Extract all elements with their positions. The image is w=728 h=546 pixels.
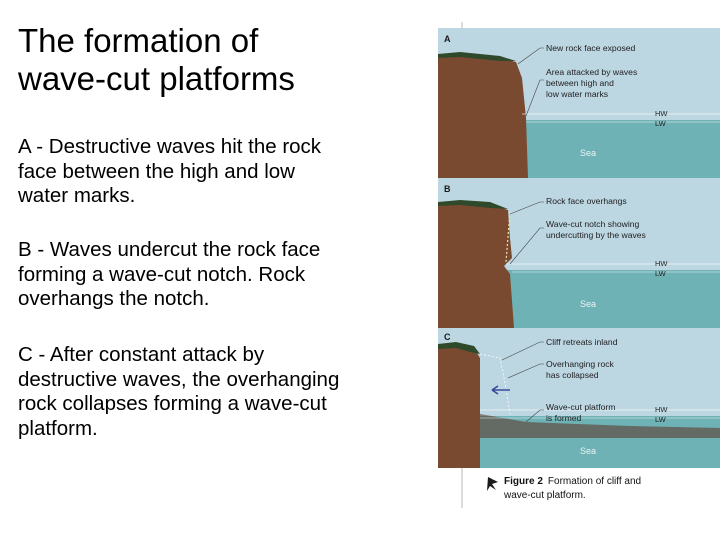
- paragraph-b: B - Waves undercut the rock face forming…: [18, 238, 418, 312]
- paragraph-b-line-2: forming a wave-cut notch. Rock: [18, 262, 306, 286]
- paragraph-a: A - Destructive waves hit the rock face …: [18, 135, 418, 209]
- paragraph-a-line-1: A - Destructive waves hit the rock: [18, 135, 322, 158]
- caption-pointer-icon: [487, 477, 498, 491]
- panel-b-leader-1: [509, 201, 544, 215]
- figure-svg: A New rock face exposed Area attacked by…: [438, 22, 720, 508]
- panel-c-platform: [480, 414, 720, 438]
- panel-a-note-2-line-1: Area attacked by waves: [546, 67, 637, 77]
- paragraph-b-line-1: B - Waves undercut the rock face: [18, 238, 321, 261]
- panel-a-lw-label: LW: [655, 119, 667, 128]
- panel-c-note-2-line-2: has collapsed: [546, 370, 599, 380]
- cliff-formation-figure: A New rock face exposed Area attacked by…: [430, 18, 720, 510]
- panel-b-sea-label: Sea: [580, 299, 596, 309]
- panel-c: C Cliff retreats inland Overhanging rock…: [438, 328, 720, 468]
- paragraph-c-line-3: rock collapses forming a wave-cut: [18, 392, 327, 415]
- panel-a-letter: A: [444, 34, 451, 44]
- panel-b-cliff: [438, 202, 514, 328]
- paragraph-b-line-3: overhangs the notch.: [18, 287, 210, 310]
- panel-b-note-2-line-2: undercutting by the waves: [546, 230, 646, 240]
- panel-b-note-1: Rock face overhangs: [546, 196, 627, 206]
- title-line-1: The formation of: [18, 22, 259, 59]
- caption-label: Figure 2: [504, 476, 543, 487]
- paragraph-a-line-3: water marks.: [18, 184, 136, 207]
- panel-c-former-cliff-outline: [479, 353, 511, 415]
- panel-b-hw-label: HW: [655, 259, 668, 268]
- caption-line-1: Figure 2 Formation of cliff and: [504, 476, 641, 487]
- caption-line-2: wave-cut platform.: [503, 490, 586, 501]
- panel-c-retreat-arrow-icon: [491, 385, 510, 395]
- panel-b-cliff-top: [438, 200, 508, 209]
- panel-c-hw-label: HW: [655, 405, 668, 414]
- panel-b-letter: B: [444, 184, 451, 194]
- panel-a-hw-label: HW: [655, 109, 668, 118]
- panel-b: B Rock face overhangs Wave-cut notch sho…: [438, 178, 720, 328]
- paragraph-a-line-2: face between the high and low: [18, 159, 295, 183]
- panel-c-cliff: [438, 344, 480, 468]
- paragraph-c-line-2: destructive waves, the overhanging: [18, 367, 340, 391]
- panel-b-leader-2: [509, 227, 544, 265]
- panel-b-lw-label: LW: [655, 269, 667, 278]
- panel-a-note-2-line-2: between high and: [546, 78, 614, 88]
- panel-a-leader-2: [525, 79, 544, 117]
- panel-a-leader-1: [517, 47, 544, 65]
- paragraph-c-line-1: C - After constant attack by: [18, 343, 265, 366]
- panel-c-sea-label: Sea: [580, 446, 596, 456]
- panel-c-leader-3: [525, 409, 544, 423]
- panel-c-note-3-line-1: Wave-cut platform: [546, 402, 615, 412]
- panel-b-crack-line: [505, 211, 511, 263]
- title-line-2: wave-cut platforms: [18, 60, 295, 97]
- panel-c-letter: C: [444, 332, 451, 342]
- panel-c-leader-1: [501, 341, 544, 361]
- figure-caption: Figure 2 Formation of cliff and wave-cut …: [487, 476, 641, 501]
- panel-c-leader-2: [507, 363, 544, 379]
- panel-c-cliff-top: [438, 342, 480, 354]
- panel-b-note-2-line-1: Wave-cut notch showing: [546, 219, 640, 229]
- panel-a-sea-label: Sea: [580, 148, 596, 158]
- panel-a-note-2-line-3: low water marks: [546, 89, 608, 99]
- paragraph-c-line-4: platform.: [18, 416, 98, 440]
- panel-c-lw-label: LW: [655, 415, 667, 424]
- panel-c-note-3-line-2: is formed: [546, 413, 582, 423]
- panel-c-note-2-line-1: Overhanging rock: [546, 359, 615, 369]
- caption-text-1: Formation of cliff and: [548, 476, 641, 487]
- panel-a: A New rock face exposed Area attacked by…: [438, 28, 720, 178]
- panel-a-cliff-top: [438, 52, 516, 61]
- panel-c-note-1: Cliff retreats inland: [546, 337, 618, 347]
- paragraph-c: C - After constant attack by destructive…: [18, 343, 418, 441]
- panel-a-cliff: [438, 54, 528, 178]
- panel-a-note-1: New rock face exposed: [546, 43, 636, 53]
